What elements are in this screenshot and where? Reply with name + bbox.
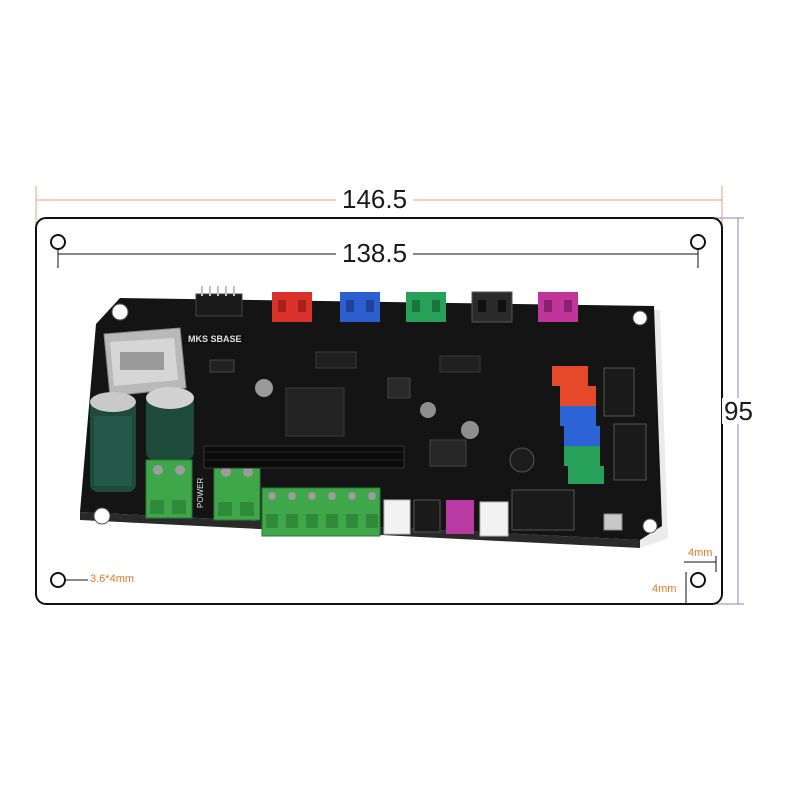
reset-button [603,513,623,531]
connector-white-2 [479,501,509,537]
endstop-blue-2 [564,426,600,446]
heatsink [203,445,405,469]
output-terminal-block [261,487,381,537]
connector-magenta [446,500,474,534]
endstop-red-2 [560,386,596,406]
pcb-board [80,286,668,548]
endstop-red-1 [552,366,588,386]
connector-black [413,499,441,533]
mounting-hole-top-left [50,234,66,250]
power-terminal-1 [145,459,193,519]
driver-socket-green [406,292,446,322]
driver-socket-red [272,292,312,322]
height-label: 95 [722,396,755,426]
driver-socket-blue [340,292,380,322]
mcu-chip [285,387,345,437]
capacitor-right [146,387,194,460]
board-silkscreen-label: MKS SBASE [186,334,244,344]
hole-offset-y-label: 4mm [652,583,677,595]
mounting-hole-top-right [690,234,706,250]
driver-socket-magenta [538,292,578,322]
endstop-blue-1 [560,406,596,426]
total-width-label: 146.5 [336,186,414,212]
connector-white-1 [383,499,411,535]
exp-header-1 [603,367,635,417]
driver-socket-black [471,291,513,323]
mounting-hole-bottom-left [50,572,66,588]
hole-spacing-label: 138.5 [336,240,414,266]
board-power-label: POWER [196,477,205,508]
pin-header-top [195,293,243,317]
ethernet-jack [103,327,187,397]
box-header-bottom [511,489,575,531]
hole-offset-x-label: 4mm [688,547,713,559]
mounting-hole-bottom-right [690,572,706,588]
hole-size-label: 3.6*4mm [90,573,135,585]
exp-header-2 [613,423,647,481]
power-terminal-2 [213,461,261,521]
endstop-green-2 [568,466,604,484]
endstop-green-1 [564,446,600,466]
capacitor-left [90,392,136,492]
